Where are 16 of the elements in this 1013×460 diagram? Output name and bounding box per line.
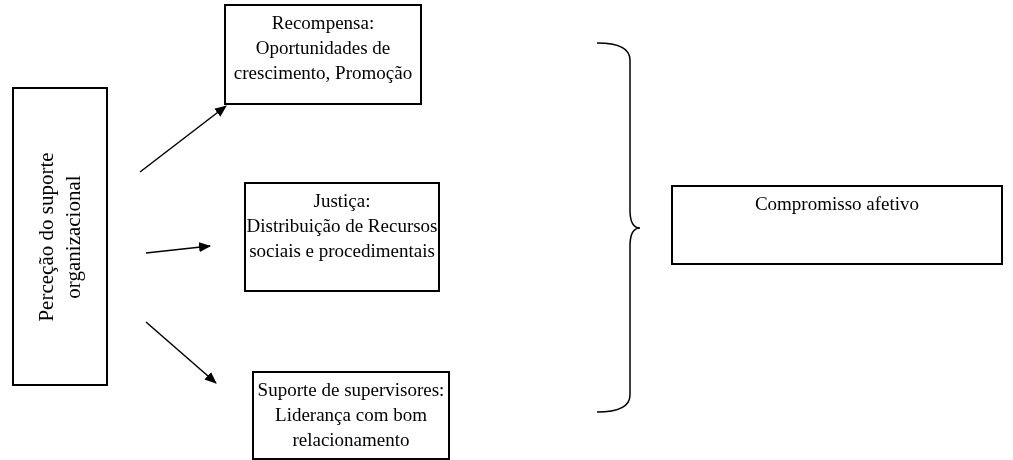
node-label: Compromisso afetivo [754,192,920,216]
text-box [224,4,422,105]
text-box [671,185,1003,265]
text-box [244,182,440,292]
arrow [145,242,211,254]
text-box [12,87,108,386]
node-label: Oportunidades de crescimento, Promoção [232,36,414,85]
node-label: Recompensa: [271,11,375,35]
node-label: Liderança com bom relacionamento [274,403,428,452]
arrow [145,321,217,384]
text-box [252,371,450,460]
node-label: Distribuição de Recursos sociais e procedimentais [246,214,438,263]
node-label: Suporte de supervisores: [257,378,445,402]
arrow [139,105,227,173]
node-label: Perceção do suporte organizacional [33,150,86,324]
node-label: Justiça: [313,189,371,213]
